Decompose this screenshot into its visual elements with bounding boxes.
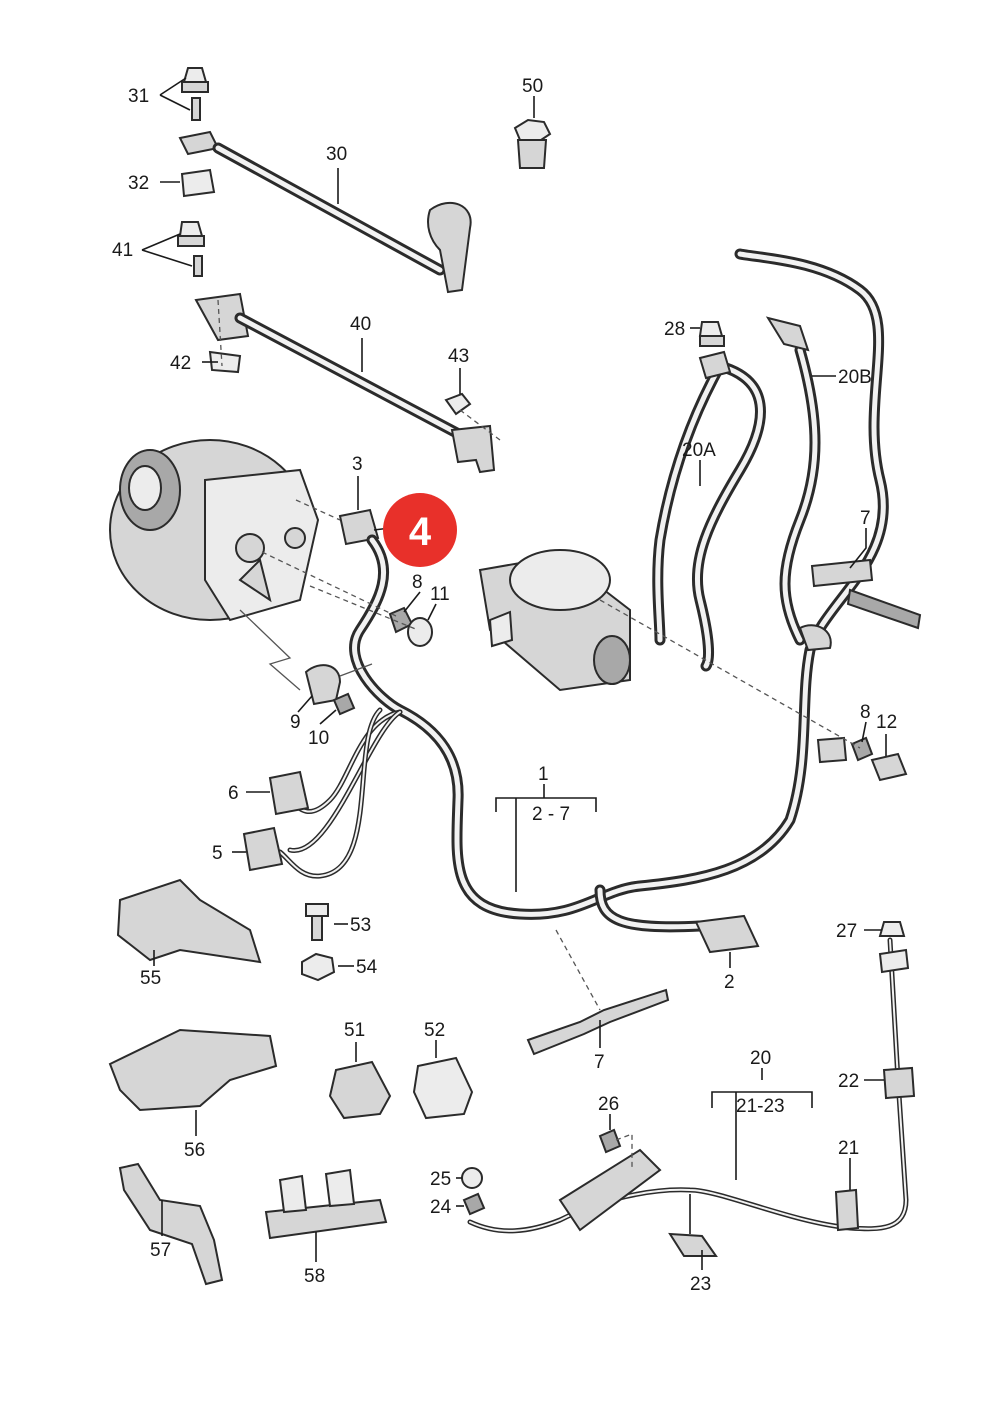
callout-42[interactable]: 42 (170, 353, 191, 374)
nut-54-part (301, 952, 336, 982)
leader-23 (689, 1194, 703, 1270)
callout-1-range[interactable]: 2 - 7 (532, 804, 570, 825)
callout-54[interactable]: 54 (356, 957, 378, 978)
bracket-58-part (264, 1168, 388, 1240)
bracket-56-part (108, 1028, 278, 1112)
bolt-50-part (513, 118, 552, 169)
callout-23[interactable]: 23 (690, 1274, 711, 1295)
leader-8b (861, 721, 867, 743)
callout-31[interactable]: 31 (128, 86, 149, 107)
cable-20a-part (652, 350, 766, 672)
callout-32[interactable]: 32 (128, 173, 149, 194)
callout-20a[interactable]: 20A (682, 440, 716, 461)
callout-4[interactable]: 4 (409, 510, 432, 554)
callout-3[interactable]: 3 (352, 454, 363, 475)
callout-5[interactable]: 5 (212, 843, 223, 864)
callout-2[interactable]: 2 (724, 972, 735, 993)
callout-10[interactable]: 10 (308, 728, 329, 749)
cable-40-part (194, 292, 496, 474)
tie-7b-part (526, 988, 670, 1056)
callout-57[interactable]: 57 (150, 1240, 171, 1261)
callout-30[interactable]: 30 (326, 144, 347, 165)
callout-53[interactable]: 53 (350, 915, 371, 936)
callout-24[interactable]: 24 (430, 1197, 452, 1218)
callout-25[interactable]: 25 (430, 1169, 451, 1190)
cap-11-part (407, 617, 433, 647)
callout-9[interactable]: 9 (290, 712, 301, 733)
callout-20b[interactable]: 20B (838, 367, 872, 388)
ground-wire-22-part (467, 937, 916, 1234)
callout-56[interactable]: 56 (184, 1140, 205, 1161)
nut-28-part (698, 321, 725, 347)
trough-20-part (558, 1148, 662, 1232)
callout-20-range[interactable]: 21-23 (736, 1096, 785, 1117)
callout-51[interactable]: 51 (344, 1020, 365, 1041)
highlight-4-circle (383, 493, 457, 567)
clamp-9-part (304, 664, 342, 706)
bracket-1 (495, 784, 597, 892)
callout-1[interactable]: 1 (538, 764, 549, 785)
nut-27-part (878, 921, 906, 937)
connector-2-part (694, 914, 760, 954)
callout-7a[interactable]: 7 (860, 508, 871, 529)
wiring-harness-1-part (277, 248, 889, 933)
callout-22[interactable]: 22 (838, 1071, 859, 1092)
callout-26[interactable]: 26 (598, 1094, 619, 1115)
clip-21-part (834, 1188, 860, 1232)
nut-31-part (181, 67, 209, 121)
leader-10 (319, 709, 337, 725)
callout-6[interactable]: 6 (228, 783, 239, 804)
callout-55[interactable]: 55 (140, 968, 161, 989)
connector-12-part (870, 752, 908, 782)
holder-51-part (328, 1060, 392, 1120)
starter-motor-part (478, 549, 631, 692)
cap-25-part (461, 1167, 483, 1189)
callout-11[interactable]: 11 (430, 584, 450, 605)
callout-8b[interactable]: 8 (860, 702, 871, 723)
leader-31 (159, 77, 191, 111)
leader-11 (427, 603, 437, 621)
alternator-part (109, 439, 320, 622)
nut-43-part (444, 392, 472, 416)
bracket-20 (711, 1068, 813, 1180)
cable-20b-part (765, 316, 821, 646)
callout-7b[interactable]: 7 (594, 1052, 605, 1073)
callout-40[interactable]: 40 (350, 314, 371, 335)
bracket-55-part (116, 878, 262, 964)
nut-10-part (332, 692, 356, 716)
clip-7-part (798, 558, 922, 652)
callout-8a[interactable]: 8 (412, 572, 423, 593)
leader-41 (141, 233, 193, 267)
nut-24-part (462, 1192, 486, 1216)
callout-41[interactable]: 41 (112, 240, 133, 261)
callout-58[interactable]: 58 (304, 1266, 325, 1287)
callout-21[interactable]: 21 (838, 1138, 859, 1159)
clip-32-part (180, 168, 216, 198)
bolt-53-part (305, 903, 329, 941)
callout-20[interactable]: 20 (750, 1048, 771, 1069)
bracket-57-part (118, 1162, 224, 1286)
leader-8a (403, 591, 421, 613)
nut-8b-part (850, 736, 874, 762)
clip-harness-part (816, 736, 848, 764)
nut-41-part (177, 221, 205, 277)
leader-7a (849, 528, 867, 569)
leader-9 (297, 695, 313, 713)
holder-52-part (412, 1056, 474, 1120)
clip-23-part (668, 1232, 718, 1257)
callout-27[interactable]: 27 (836, 921, 857, 942)
callout-12[interactable]: 12 (876, 712, 897, 733)
cable-30-part (178, 130, 472, 294)
callout-52[interactable]: 52 (424, 1020, 445, 1041)
callout-43[interactable]: 43 (448, 346, 469, 367)
connector-6-part (268, 770, 310, 816)
callout-50[interactable]: 50 (522, 76, 543, 97)
connector-3-part (338, 508, 380, 546)
callout-28[interactable]: 28 (664, 319, 685, 340)
nut-26-part (598, 1128, 622, 1154)
connector-5-part (242, 826, 284, 872)
